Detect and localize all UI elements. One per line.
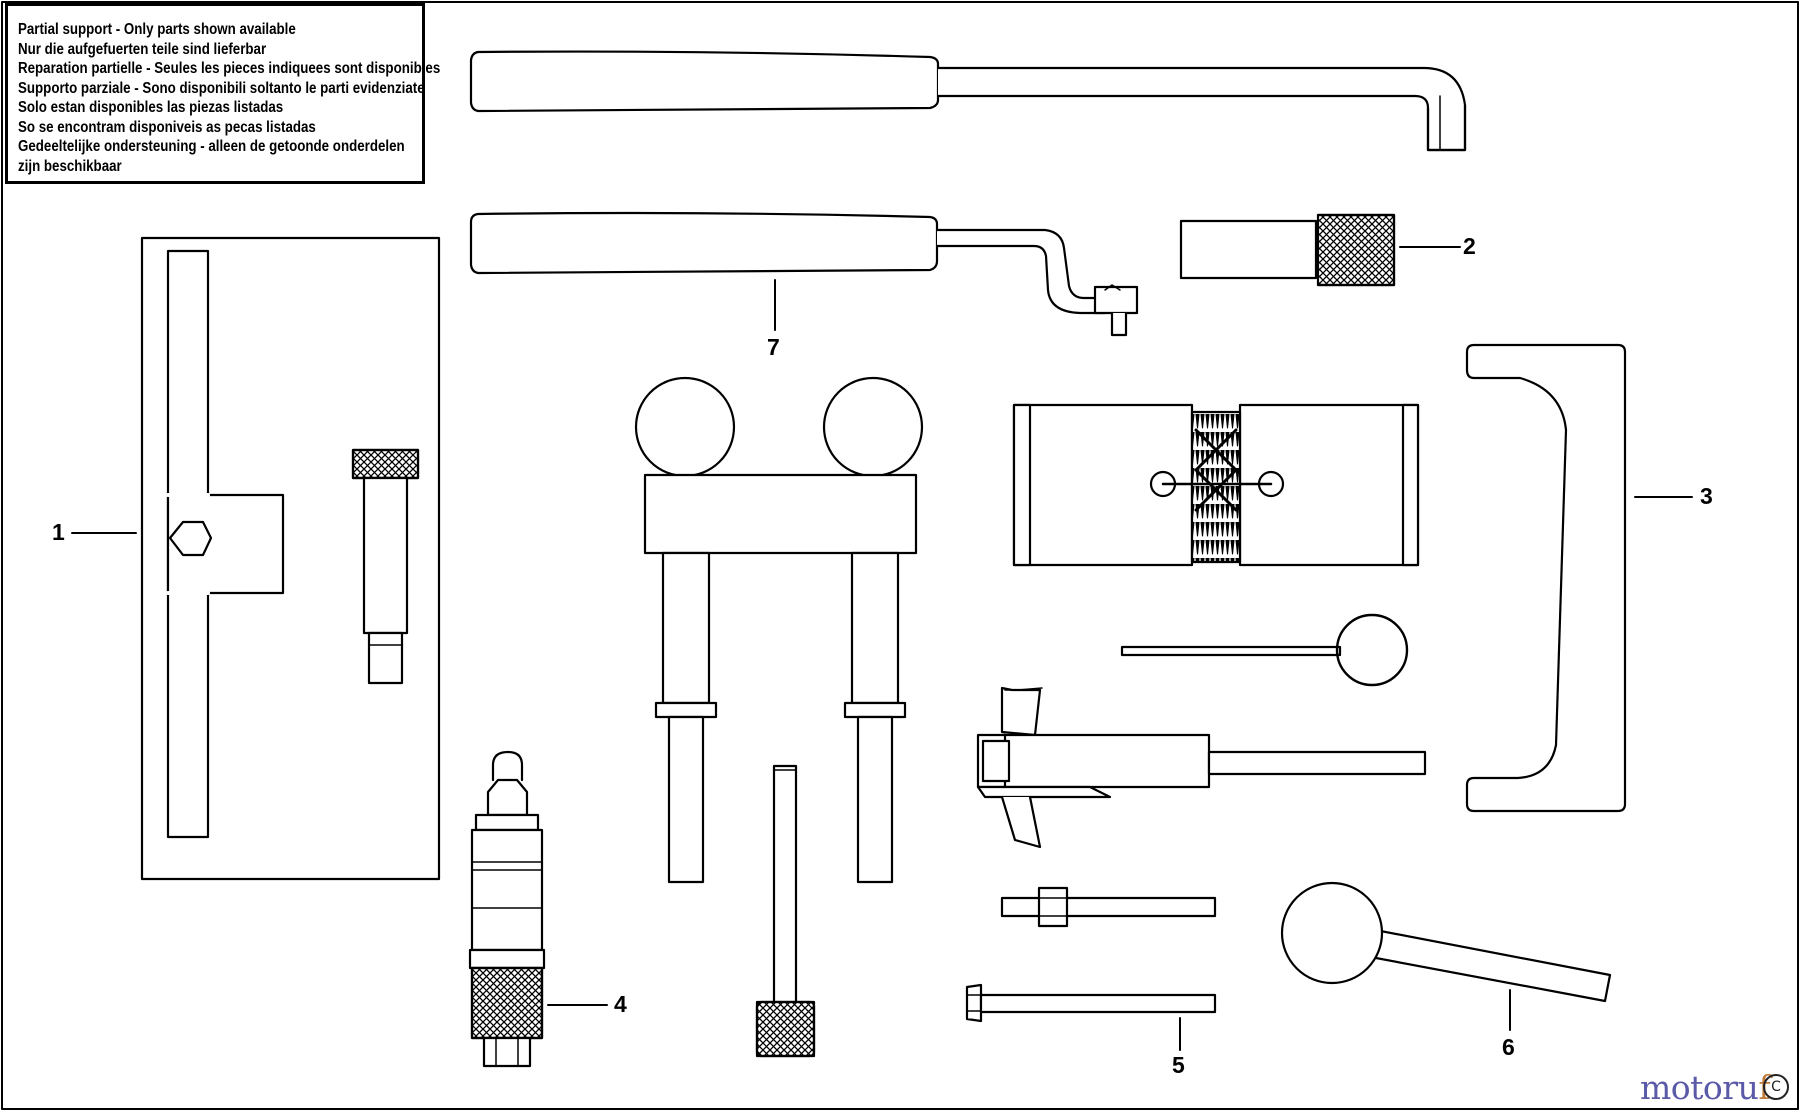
notice-line: Nur die aufgefuerten teile sind lieferba… bbox=[18, 40, 267, 58]
watermark-logo: motoruf bbox=[1640, 1068, 1771, 1107]
knurled-pin-part-2 bbox=[1179, 213, 1396, 287]
l-wrench-tool bbox=[469, 50, 1467, 152]
notice-line: Solo estan disponibles las piezas listad… bbox=[18, 99, 284, 116]
notice-line: Reparation partielle - Seules les pieces… bbox=[18, 60, 441, 77]
ring-pin-tool bbox=[1120, 613, 1409, 687]
notice-line: Supporto parziale - Sono disponibili sol… bbox=[18, 79, 425, 97]
callout-2: 2 bbox=[1463, 233, 1476, 259]
callout-6: 6 bbox=[1502, 1034, 1515, 1060]
notice-line: Gedeeltelijke ondersteuning - alleen de … bbox=[18, 138, 405, 155]
callout-7: 7 bbox=[767, 334, 780, 360]
registered-mark-icon: C bbox=[1763, 1074, 1789, 1100]
callout-leaders bbox=[71, 246, 1693, 1051]
nut-pin-tool bbox=[1000, 886, 1217, 928]
cranked-handle-tool bbox=[469, 211, 1139, 337]
knurled-head-pin-tool bbox=[755, 764, 816, 1058]
c-bracket-part-3 bbox=[1465, 343, 1627, 813]
callout-3: 3 bbox=[1700, 483, 1713, 509]
adjustable-gauge-tool bbox=[976, 686, 1427, 849]
callout-4: 4 bbox=[614, 991, 627, 1017]
notice-line: Partial support - Only parts shown avail… bbox=[18, 21, 296, 38]
watermark-text-a: motoru bbox=[1640, 1068, 1759, 1107]
callout-5: 5 bbox=[1172, 1052, 1185, 1078]
availability-notice: Partial support - Only parts shown avail… bbox=[5, 3, 441, 184]
ball-handle-part-6 bbox=[1280, 881, 1612, 1003]
twin-ball-puller-tool bbox=[634, 376, 924, 884]
notice-line: zijn beschikbaar bbox=[18, 157, 122, 175]
sprocket-lock-block-tool bbox=[1012, 403, 1420, 567]
hex-bolt-part-5 bbox=[965, 983, 1217, 1023]
t-bar-plate-part-1 bbox=[140, 236, 441, 881]
knurled-adjuster-part-4 bbox=[468, 750, 546, 1068]
notice-line: So se encontram disponiveis as pecas lis… bbox=[18, 118, 316, 136]
callout-1: 1 bbox=[52, 519, 65, 545]
